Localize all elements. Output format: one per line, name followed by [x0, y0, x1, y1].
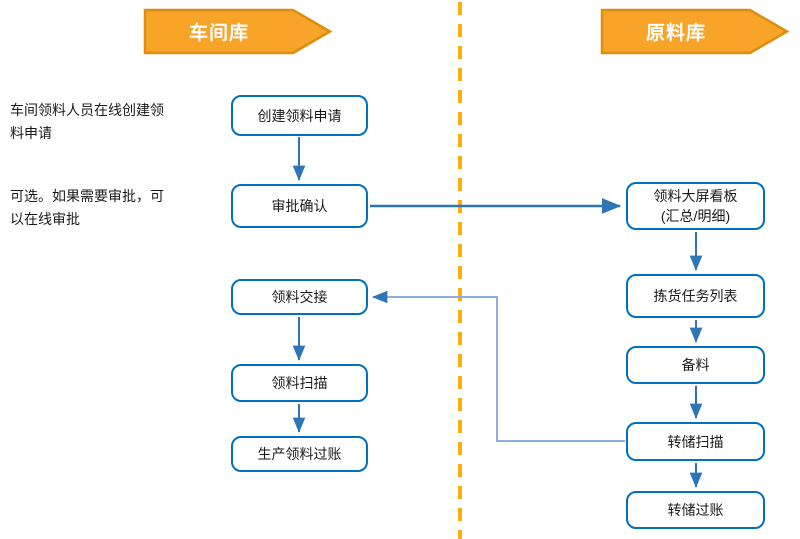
lane-divider [458, 2, 462, 539]
node-label: 转储扫描 [667, 433, 724, 450]
banner-workshop-label: 车间库 [188, 23, 249, 44]
node-transfer-scan: 转储扫描 [626, 422, 765, 461]
node-create-request: 创建领料申请 [231, 95, 368, 136]
node-transfer-posting: 转储过账 [626, 491, 765, 529]
node-label: 创建领料申请 [257, 107, 342, 124]
node-label: 转储过账 [667, 502, 724, 518]
banner-arrow-shape [600, 8, 790, 55]
arrow-transfer-scan-to-handover [372, 290, 625, 442]
banner-raw-material-label: 原料库 [645, 23, 706, 44]
node-label: 领料交接 [271, 289, 328, 305]
node-label: 生产领料过账 [257, 446, 342, 462]
banner-arrow-shape [143, 8, 333, 55]
banner-workshop: 车间库 [143, 8, 333, 55]
node-material-prep: 备料 [626, 346, 765, 384]
node-material-handover: 领料交接 [231, 279, 368, 315]
node-label: 拣货任务列表 [653, 288, 738, 304]
node-label: 审批确认 [271, 198, 328, 214]
node-picking-task-list: 拣货任务列表 [626, 274, 765, 318]
node-label: 备料 [681, 357, 710, 373]
node-material-scan: 领料扫描 [231, 364, 368, 402]
node-approval-confirm: 审批确认 [231, 184, 368, 228]
node-sublabel: (汇总/明细) [660, 208, 731, 224]
node-label: 领料大屏看板 [653, 188, 738, 204]
note-create-request: 车间领料人员在线创建领料申请 [10, 102, 164, 141]
node-label: 领料扫描 [271, 375, 328, 391]
node-dashboard: 领料大屏看板 (汇总/明细) [626, 182, 765, 230]
node-production-posting: 生产领料过账 [231, 436, 368, 472]
note-approval-optional: 可选。如果需要审批，可以在线审批 [10, 188, 164, 227]
banner-raw-material: 原料库 [600, 8, 790, 55]
